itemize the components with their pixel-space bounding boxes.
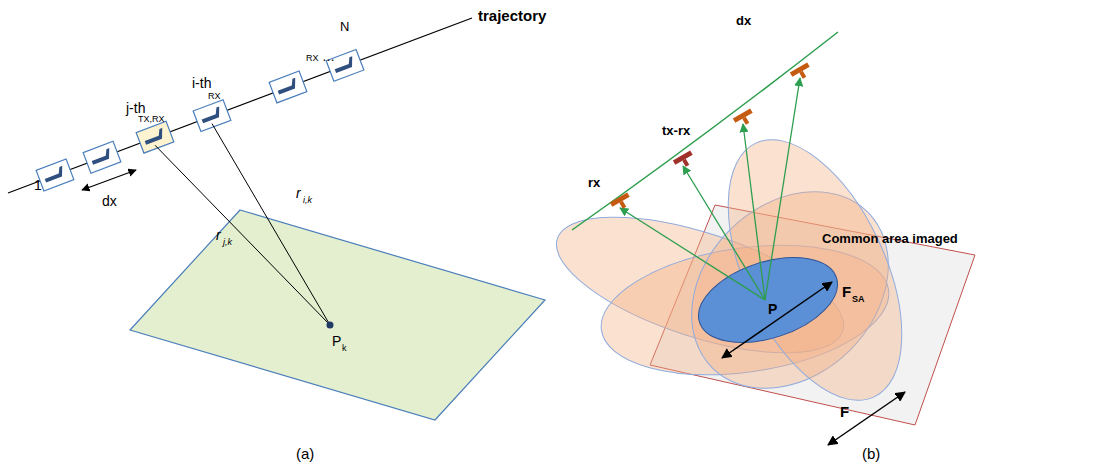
green-ray	[620, 208, 765, 300]
text-label: F	[842, 284, 851, 299]
text-label: j-th	[126, 101, 145, 115]
antenna-stem	[619, 201, 626, 209]
antenna-bar	[673, 150, 693, 164]
text-label: tx-rx	[662, 124, 690, 137]
green-ray	[743, 124, 765, 300]
radar-icon	[136, 121, 174, 153]
text-label: rx	[588, 176, 600, 189]
antenna-symbol	[673, 150, 696, 170]
antenna-bar	[790, 62, 810, 76]
antenna-glyph	[43, 166, 66, 183]
radar-icon	[36, 159, 74, 191]
antenna-symbol	[790, 62, 813, 82]
green-ray	[765, 78, 800, 300]
text-label: P	[332, 334, 341, 348]
text-label: F	[840, 404, 849, 419]
range-line	[212, 124, 330, 325]
text-label: Common area imaged	[822, 232, 958, 245]
text-label: P	[768, 302, 777, 316]
antenna-stem	[682, 159, 689, 167]
antenna-stem	[799, 71, 806, 79]
icon-frame	[83, 141, 121, 173]
antenna-glyph	[333, 56, 356, 73]
text-label: SA	[852, 295, 865, 304]
fsa-arrow	[722, 282, 832, 358]
antenna-symbol	[610, 192, 633, 212]
radar-icon	[83, 141, 121, 173]
antenna-stem	[742, 117, 749, 125]
dx-arrow	[82, 170, 136, 190]
text-label: …	[322, 50, 335, 63]
text-label: RX	[306, 54, 319, 63]
antenna-glyph	[200, 106, 223, 123]
ground-plane	[130, 210, 545, 420]
text-label: r	[296, 186, 301, 200]
text-label: k	[342, 344, 347, 353]
panel-caption: (a)	[296, 446, 314, 461]
trajectory-curve	[572, 32, 838, 230]
green-ray	[683, 166, 765, 300]
range-line	[155, 145, 330, 325]
antenna-glyph	[90, 148, 113, 165]
common-area	[688, 242, 848, 359]
radar-icon	[193, 100, 231, 132]
antenna-glyph	[276, 78, 299, 95]
icon-frame	[269, 71, 307, 103]
text-label: i-th	[192, 76, 211, 90]
text-label: j,k	[223, 238, 232, 247]
text-label: RX	[208, 92, 221, 101]
text-label: dx	[102, 194, 117, 208]
panel-caption: (b)	[862, 446, 880, 461]
text-label: i,k	[303, 196, 312, 205]
trajectory-line	[8, 18, 472, 193]
text-label: r	[216, 228, 221, 242]
antenna-bar	[610, 192, 630, 206]
icon-frame	[136, 121, 174, 153]
radar-icon	[269, 71, 307, 103]
icon-frame	[36, 159, 74, 191]
target-point	[327, 322, 334, 329]
antenna-symbol	[733, 108, 756, 128]
text-label: TX,RX	[138, 115, 165, 124]
f-arrow	[828, 392, 905, 445]
text-label: trajectory	[478, 8, 546, 23]
text-label: N	[340, 20, 349, 33]
icon-frame	[193, 100, 231, 132]
antenna-glyph	[143, 128, 166, 145]
text-label: 1	[34, 178, 42, 192]
antenna-bar	[733, 108, 753, 122]
text-label: dx	[736, 14, 751, 27]
